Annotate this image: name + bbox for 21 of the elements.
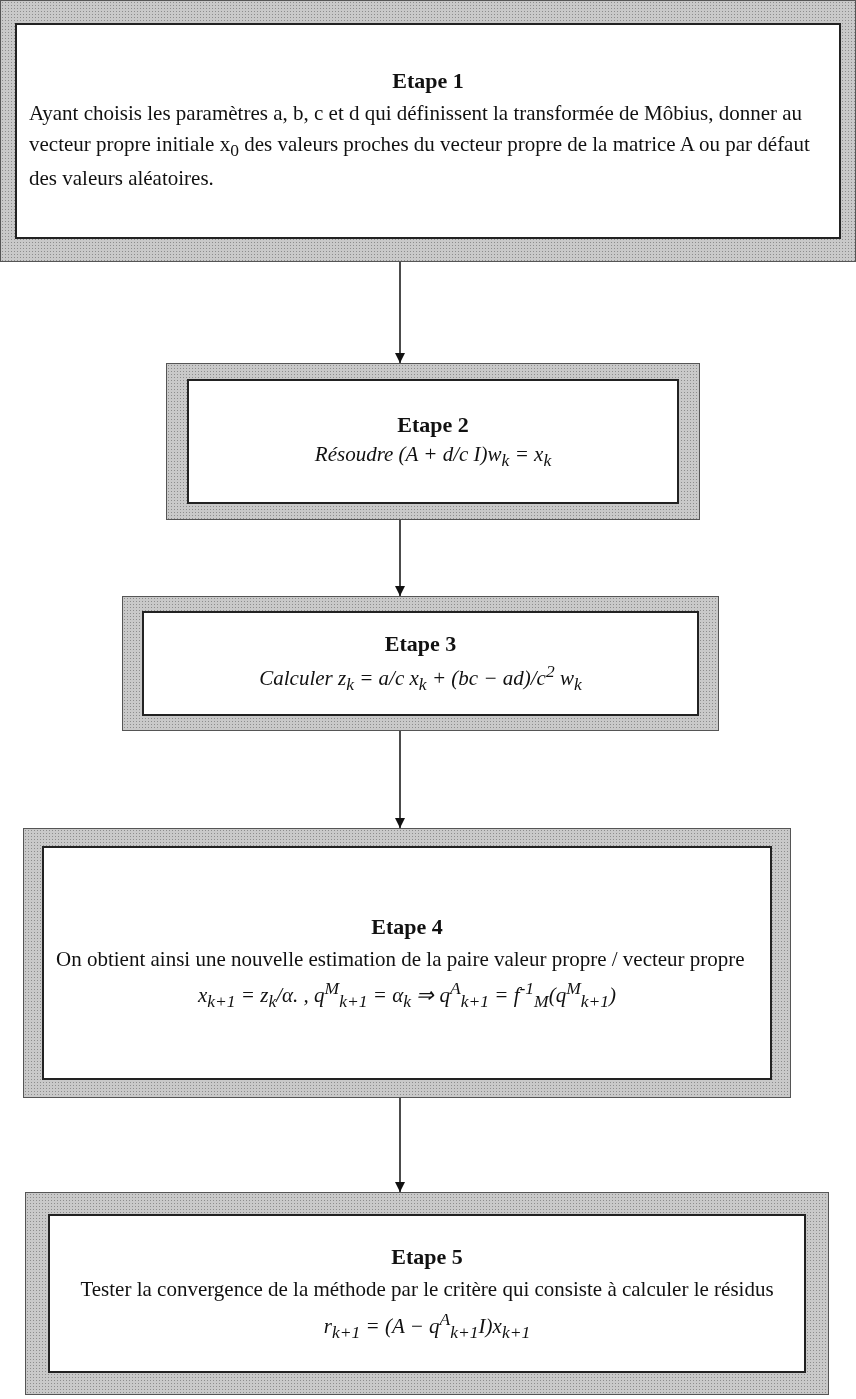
step-box [23, 828, 791, 1098]
arrow [395, 261, 405, 364]
arrow [395, 519, 405, 597]
step-heading: Etape 4 [371, 913, 443, 940]
formula: r$_{k+1}$ = (A − q$^{A}$$_{k+1}$I)x$_{k+1}$ [323, 1308, 531, 1343]
step-description: On obtient ainsi une nouvelle estimation de la paire valeur propre / vecteur propre [56, 945, 746, 973]
step-description: Ayant choisis les paramètres a, b, c et d qui définissent la transformée de Môbius, donner au vecteur propre initiale x$_{0}$ des valeurs proches du vecteur propre de la matrice A ou par défaut des valeurs aléatoires. [29, 100, 811, 193]
step-box [122, 596, 719, 731]
formula: x$_{k+1}$ = z$_{k}$/α. , q$^{M}$$_{k+1}$ = α$_{k}$ ⇒ q$^{A}$$_{k+1}$ = f$^{-1}$$_{M}$(q$^{M}$$_{k+1}$) [197, 978, 617, 1013]
step-description: Tester la convergence de la méthode par le critère qui consiste à calculer le résidus [80, 1276, 774, 1304]
step-box [166, 363, 700, 520]
step-box [25, 1192, 829, 1395]
arrow [395, 730, 405, 829]
step-heading: Etape 1 [392, 68, 464, 95]
formula: Résoudre (A + d/c I)w$_{k}$ = x$_{k}$ [314, 441, 552, 472]
step-heading: Etape 2 [397, 411, 469, 438]
step-box [0, 0, 856, 262]
step-heading: Etape 3 [384, 631, 457, 658]
formula: Calculer z$_{k}$ = a/c x$_{k}$ + (bc − ad)/c$^{2}$ w$_{k}$ [259, 661, 582, 696]
arrow [395, 1097, 405, 1193]
step-heading: Etape 5 [391, 1244, 463, 1271]
